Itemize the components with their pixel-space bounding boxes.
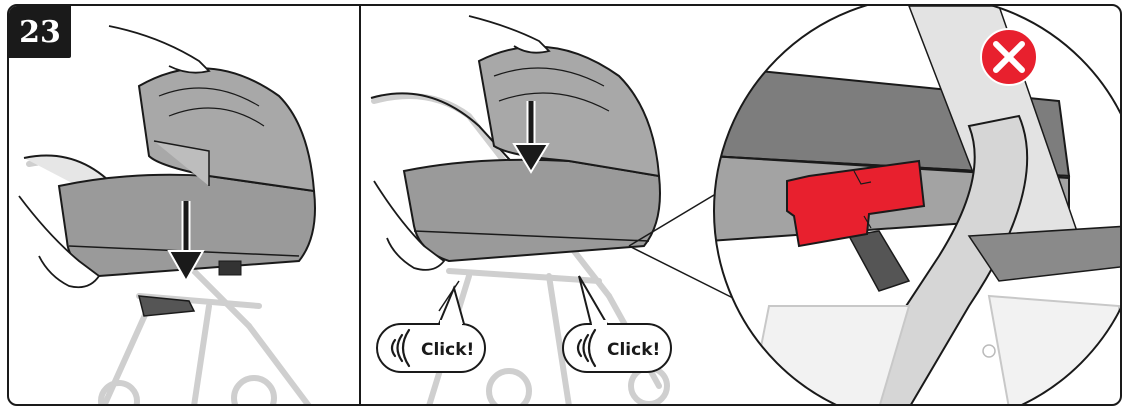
click-label-1: Click! <box>421 340 474 360</box>
step-number: 23 <box>19 14 61 50</box>
illustration: Click! Click! <box>18 6 1120 404</box>
x-mark-icon <box>980 28 1038 86</box>
hand-top-middle <box>468 15 551 54</box>
zoom-line-top <box>628 185 730 247</box>
hand-bottom-middle <box>373 180 446 271</box>
down-arrow-left <box>167 201 205 284</box>
step-number-badge: 23 <box>9 6 71 58</box>
zoom-circle-outline <box>713 6 1120 404</box>
carrycot-connector-left <box>218 260 242 276</box>
hand-top-left <box>108 25 211 74</box>
zoom-line-bottom <box>628 245 750 307</box>
panel-divider <box>359 6 361 404</box>
click-callout-2: Click! <box>562 275 672 373</box>
click-label-2: Click! <box>607 340 660 360</box>
carrycot-body-middle <box>402 158 661 263</box>
carrycot-hood-left <box>137 67 316 193</box>
click-callout-1: Click! <box>376 280 486 373</box>
hand-bottom-left <box>18 195 101 289</box>
handlebar-middle <box>370 92 530 182</box>
down-arrow-middle <box>512 101 550 174</box>
frame-latch-left <box>138 295 196 317</box>
instruction-frame: 23 <box>7 4 1122 406</box>
middle-panel-illustration <box>370 15 750 404</box>
sound-waves-icon <box>576 328 597 368</box>
sound-waves-icon <box>390 328 411 368</box>
zoom-detail <box>713 6 1120 404</box>
left-panel-illustration <box>18 25 316 404</box>
